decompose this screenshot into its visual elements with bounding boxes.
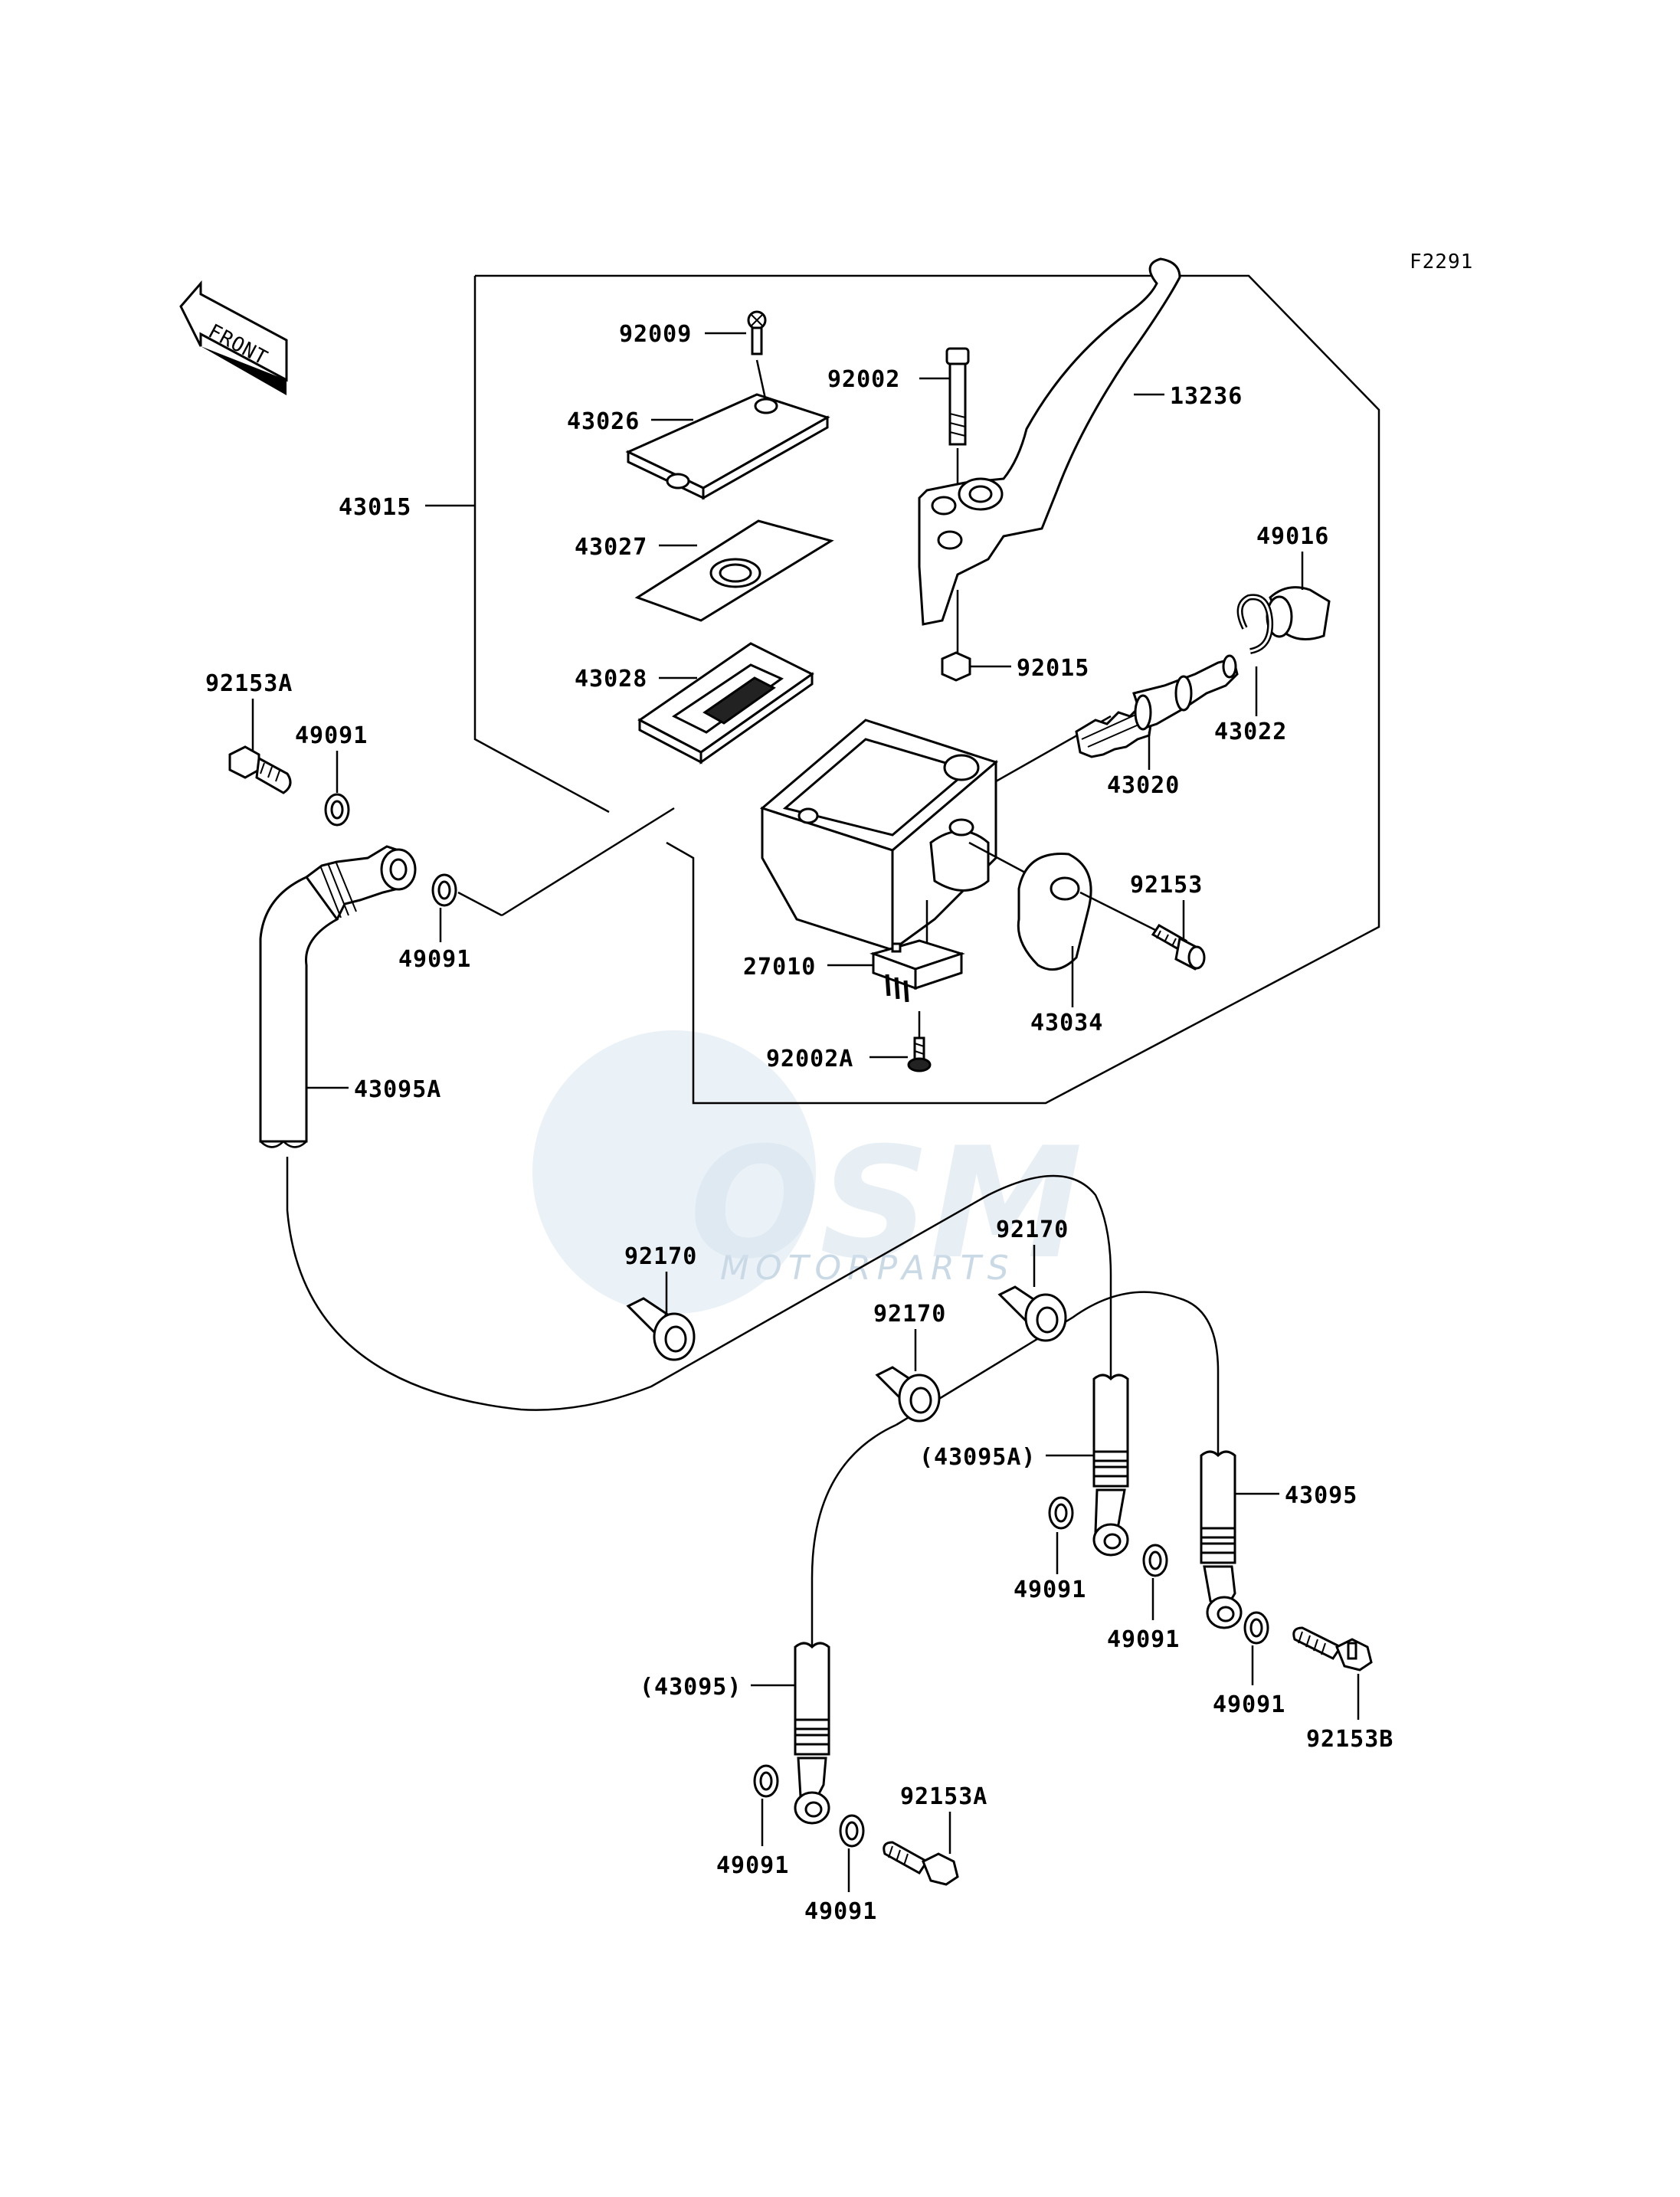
label-49091-f: 49091: [716, 1852, 789, 1879]
piston-43020: [1075, 654, 1239, 758]
label-92153B: 92153B: [1306, 1726, 1393, 1753]
clamp-92170-b: [997, 1285, 1067, 1342]
label-49091-a: 49091: [295, 722, 368, 749]
bolt-92153: [1151, 924, 1206, 971]
hose-line: [286, 1157, 1112, 1411]
screw-92009: [747, 310, 767, 355]
label-43095: 43095: [1285, 1482, 1357, 1509]
watermark-globe: [532, 1030, 816, 1314]
diaphragm-43028: [637, 642, 814, 765]
label-92170-a: 92170: [624, 1243, 697, 1270]
label-92153A-bottom: 92153A: [900, 1783, 987, 1810]
label-27010: 27010: [743, 954, 816, 981]
label-43026: 43026: [567, 408, 640, 435]
label-49091-c: 49091: [1014, 1577, 1086, 1603]
nut-92015: [941, 651, 971, 682]
watermark: MOTORPARTS OSM: [532, 1030, 1082, 1314]
banjo-bolt-92153B: [1292, 1626, 1373, 1671]
label-43095A: 43095A: [354, 1076, 441, 1103]
cap-43026: [625, 393, 830, 500]
watermark-text: MOTORPARTS: [720, 1249, 1015, 1288]
label-92002A: 92002A: [766, 1046, 853, 1072]
assembly-boundary: [475, 274, 1380, 1105]
label-43015: 43015: [339, 494, 411, 521]
label-92153: 92153: [1130, 872, 1203, 899]
hose-end-43095-bottom: [794, 1642, 830, 1825]
screw-92002A: [907, 1036, 932, 1072]
label-92170-c: 92170: [873, 1301, 946, 1328]
label-49016: 49016: [1256, 523, 1329, 550]
label-43020: 43020: [1107, 772, 1180, 799]
hose-end-43095A-lower: [1092, 1374, 1129, 1557]
label-92153A-top: 92153A: [205, 670, 293, 697]
label-13236: 13236: [1170, 383, 1243, 410]
clamp-92170-c: [875, 1366, 941, 1423]
label-92015: 92015: [1017, 655, 1089, 682]
label-43095-paren: (43095): [640, 1674, 742, 1701]
label-49091-g: 49091: [804, 1898, 877, 1925]
lever-13236: [918, 257, 1181, 626]
label-92002: 92002: [827, 366, 900, 393]
hose-43095A: [259, 845, 417, 1148]
label-43028: 43028: [575, 666, 647, 692]
master-cylinder-body: [759, 719, 999, 952]
label-43095A-paren: (43095A): [919, 1444, 1036, 1471]
label-49091-e: 49091: [1213, 1691, 1285, 1718]
label-43022: 43022: [1214, 719, 1287, 745]
label-92170-b: 92170: [996, 1216, 1069, 1243]
circlip-43022: [1236, 594, 1274, 654]
label-43027: 43027: [575, 534, 647, 561]
label-92009: 92009: [619, 321, 692, 348]
label-49091-b: 49091: [398, 946, 471, 973]
boot-49016: [1266, 586, 1331, 640]
switch-27010: [869, 939, 965, 1003]
plate-43027: [634, 519, 834, 622]
banjo-bolt-92153A-bottom: [883, 1841, 959, 1886]
bolt-92002: [945, 347, 970, 446]
label-49091-d: 49091: [1107, 1626, 1180, 1653]
hose-end-43095: [1200, 1450, 1243, 1629]
watermark-brand: OSM: [689, 1115, 1082, 1293]
front-arrow-icon: FRONT: [179, 280, 288, 395]
clamp-43034: [1017, 853, 1092, 971]
clamp-92170-a: [626, 1297, 696, 1361]
banjo-bolt-92153A-top: [228, 745, 292, 794]
label-43034: 43034: [1030, 1010, 1103, 1036]
figure-code: F2291: [1410, 250, 1473, 273]
